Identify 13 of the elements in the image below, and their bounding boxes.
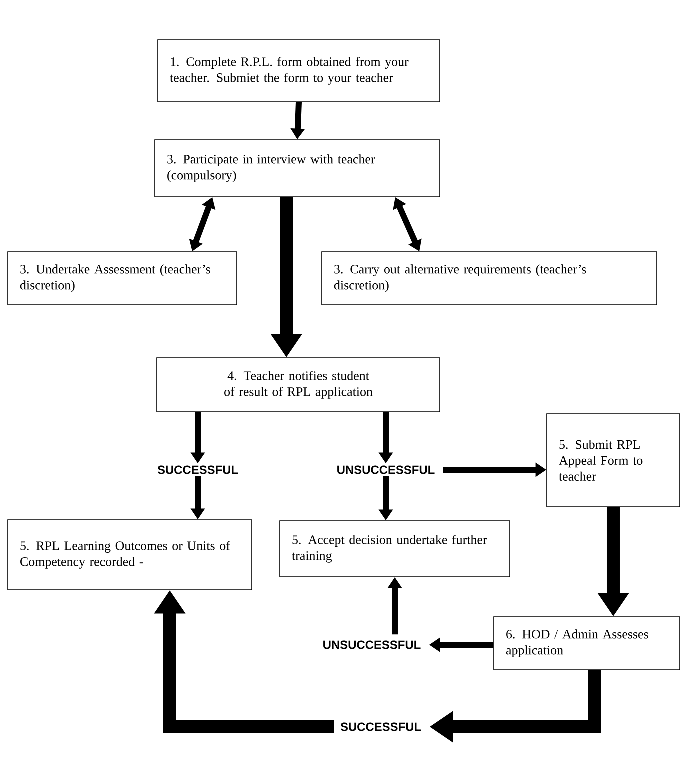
process-box: 5. Submit RPL Appeal Form to teacher xyxy=(546,414,680,508)
result-label: SUCCESSFUL xyxy=(340,722,422,732)
process-box: 5. RPL Learning Outcomes or Units of Competency recorded - xyxy=(8,520,252,590)
result-label: UNSUCCESSFUL xyxy=(324,640,421,650)
process-box: 1. Complete R.P.L. form obtained from your teacher. Submiet the form to your teacher xyxy=(158,40,440,102)
process-box: 6. HOD / Admin Assesses application xyxy=(494,616,680,670)
process-box: 3. Undertake Assessment (teacher’s discretion) xyxy=(8,252,238,306)
process-box: 5. Accept decision undertake further training xyxy=(280,520,510,578)
process-box: 4. Teacher notifies student of result of RPL application xyxy=(156,358,440,412)
result-label: SUCCESSFUL xyxy=(158,466,238,474)
process-box: 3. Carry out alternative requirements (teacher’s discretion) xyxy=(322,252,658,306)
result-label: UNSUCCESSFUL xyxy=(338,466,435,474)
process-box: 3. Participate in interview with teacher (compulsory) xyxy=(154,140,440,198)
